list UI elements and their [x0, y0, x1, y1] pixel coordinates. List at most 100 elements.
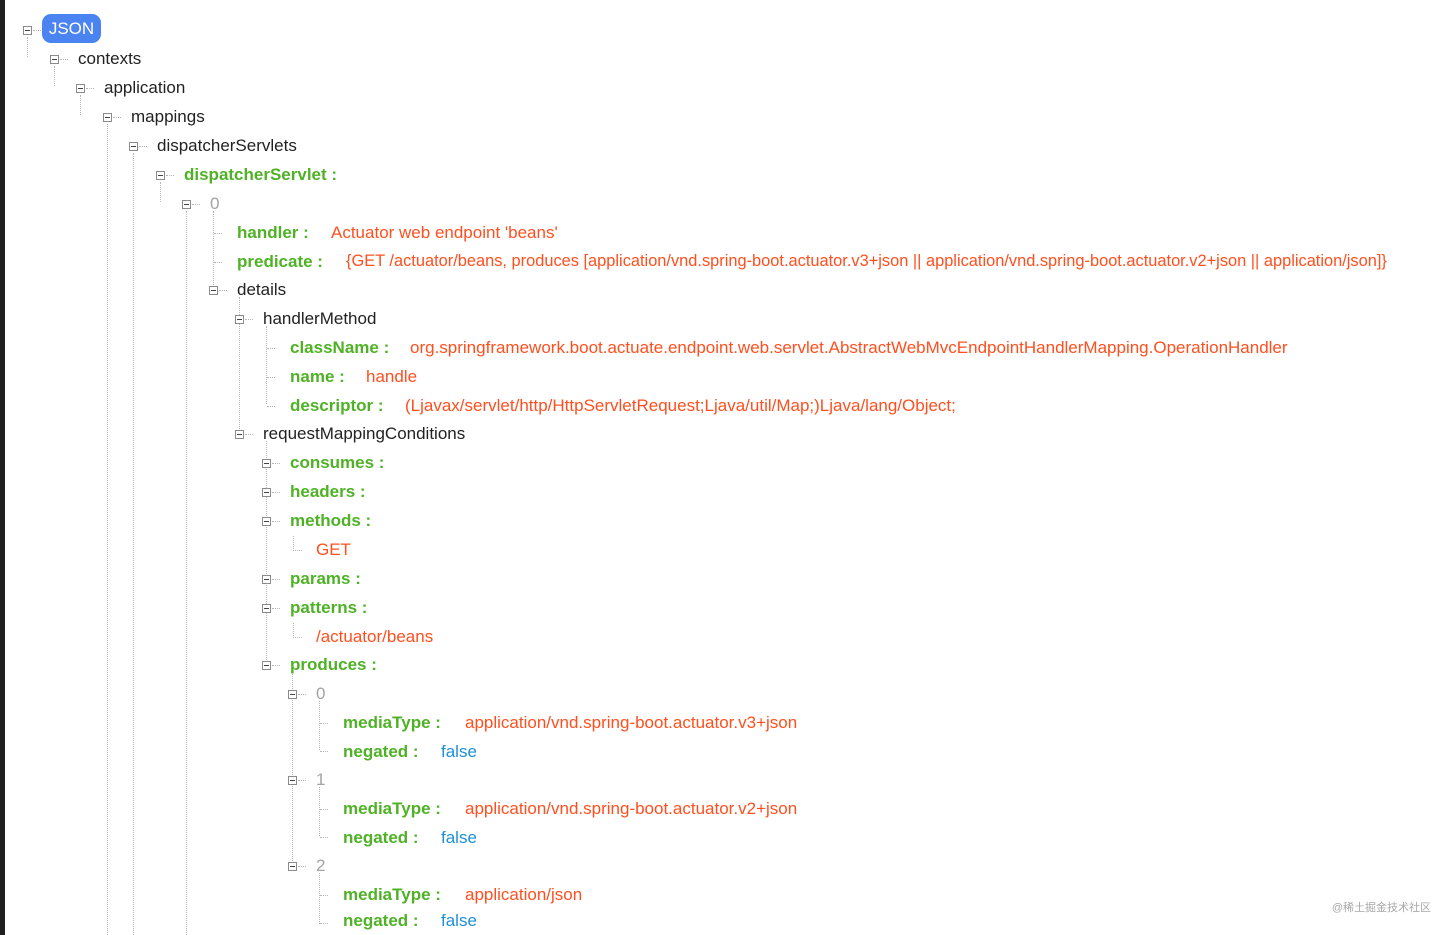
- array-index[interactable]: 1: [316, 770, 326, 789]
- tree-connector: [219, 290, 227, 291]
- tree-connector: [272, 665, 280, 666]
- value-patterns: /actuator/beans: [316, 627, 434, 646]
- tree-guide: [160, 182, 161, 202]
- tree-connector: [298, 866, 306, 867]
- key-handler: handler :: [237, 223, 309, 242]
- key-name: name :: [290, 367, 345, 386]
- tree-connector: [86, 88, 94, 89]
- tree-guide: [239, 297, 240, 433]
- node-application[interactable]: application: [104, 78, 186, 97]
- collapse-minus-icon[interactable]: [262, 661, 271, 670]
- collapse-minus-icon[interactable]: [262, 575, 271, 584]
- value-predicate: {GET /actuator/beans, produces [applicat…: [346, 252, 1387, 270]
- tree-connector: [298, 694, 306, 695]
- tree-guide: [319, 787, 320, 836]
- key-negated: negated :: [343, 742, 419, 761]
- value-class-name: org.springframework.boot.actuate.endpoin…: [410, 338, 1288, 357]
- tree-guide: [133, 153, 134, 935]
- collapse-minus-icon[interactable]: [182, 200, 191, 209]
- tree-connector: [320, 723, 328, 724]
- tree-connector: [245, 434, 253, 435]
- key-headers[interactable]: headers :: [290, 482, 366, 501]
- value-media-type: application/vnd.spring-boot.actuator.v2+…: [465, 799, 798, 818]
- node-request-mapping-conditions[interactable]: requestMappingConditions: [263, 424, 466, 443]
- tree-connector: [320, 837, 328, 838]
- value-handler: Actuator web endpoint 'beans': [331, 223, 558, 242]
- collapse-minus-icon[interactable]: [288, 776, 297, 785]
- node-details[interactable]: details: [237, 280, 287, 299]
- key-predicate: predicate :: [237, 252, 323, 271]
- key-methods[interactable]: methods :: [290, 511, 372, 530]
- key-class-name: className :: [290, 338, 390, 357]
- tree-guide: [319, 701, 320, 750]
- tree-connector: [320, 923, 328, 924]
- collapse-minus-icon[interactable]: [235, 430, 244, 439]
- key-media-type: mediaType :: [343, 799, 441, 818]
- collapse-minus-icon[interactable]: [288, 690, 297, 699]
- value-descriptor: (Ljavax/servlet/http/HttpServletRequest;…: [405, 396, 956, 415]
- tree-connector: [113, 117, 121, 118]
- value-media-type: application/json: [465, 885, 583, 904]
- tree-connector: [33, 30, 41, 31]
- watermark: @稀土掘金技术社区: [1331, 902, 1431, 914]
- array-index[interactable]: 0: [316, 684, 326, 703]
- tree-connector: [245, 319, 253, 320]
- collapse-minus-icon[interactable]: [103, 113, 112, 122]
- key-media-type: mediaType :: [343, 713, 441, 732]
- collapse-minus-icon[interactable]: [262, 488, 271, 497]
- collapse-minus-icon[interactable]: [262, 459, 271, 468]
- tree-connector: [320, 809, 328, 810]
- array-index[interactable]: 2: [316, 856, 326, 875]
- key-media-type: mediaType :: [343, 885, 441, 904]
- collapse-minus-icon[interactable]: [262, 517, 271, 526]
- tree-connector: [267, 377, 275, 378]
- collapse-minus-icon[interactable]: [156, 171, 165, 180]
- value-media-type: application/vnd.spring-boot.actuator.v3+…: [465, 713, 798, 732]
- tree-connector: [272, 579, 280, 580]
- tree-guide: [186, 211, 187, 935]
- tree-connector: [272, 463, 280, 464]
- key-negated: negated :: [343, 828, 419, 847]
- tree-connector: [293, 536, 302, 551]
- tree-connector: [293, 623, 302, 638]
- value-name: handle: [366, 367, 418, 386]
- tree-connector: [214, 262, 222, 263]
- key-params[interactable]: params :: [290, 569, 361, 588]
- tree-connector: [272, 521, 280, 522]
- tree-guide: [266, 441, 267, 664]
- tree-connector: [272, 608, 280, 609]
- window-edge: [0, 0, 5, 935]
- value-negated: false: [441, 911, 477, 930]
- value-negated: false: [441, 742, 477, 761]
- node-handler-method[interactable]: handlerMethod: [263, 309, 377, 328]
- collapse-minus-icon[interactable]: [262, 604, 271, 613]
- tree-connector: [320, 895, 328, 896]
- key-patterns[interactable]: patterns :: [290, 598, 368, 617]
- collapse-minus-icon[interactable]: [209, 286, 218, 295]
- node-dispatcher-servlets[interactable]: dispatcherServlets: [157, 136, 297, 155]
- value-negated: false: [441, 828, 477, 847]
- collapse-minus-icon[interactable]: [288, 862, 297, 871]
- key-dispatcher-servlet[interactable]: dispatcherServlet :: [184, 165, 338, 184]
- tree-connector: [272, 492, 280, 493]
- tree-connector: [192, 204, 200, 205]
- key-descriptor: descriptor :: [290, 396, 384, 415]
- tree-connector: [60, 59, 68, 60]
- key-produces[interactable]: produces :: [290, 655, 377, 674]
- array-index-0[interactable]: 0: [210, 194, 220, 213]
- json-root-label[interactable]: JSON: [42, 14, 101, 43]
- tree-guide: [27, 37, 28, 57]
- tree-guide: [80, 95, 81, 115]
- node-mappings[interactable]: mappings: [131, 107, 205, 126]
- collapse-minus-icon[interactable]: [129, 142, 138, 151]
- collapse-minus-icon[interactable]: [76, 84, 85, 93]
- collapse-minus-icon[interactable]: [235, 315, 244, 324]
- tree-connector: [267, 348, 275, 349]
- node-contexts[interactable]: contexts: [78, 49, 142, 68]
- tree-guide: [266, 326, 267, 404]
- collapse-minus-icon[interactable]: [23, 26, 32, 35]
- tree-connector: [298, 780, 306, 781]
- collapse-minus-icon[interactable]: [50, 55, 59, 64]
- tree-connector: [166, 175, 174, 176]
- key-consumes[interactable]: consumes :: [290, 453, 385, 472]
